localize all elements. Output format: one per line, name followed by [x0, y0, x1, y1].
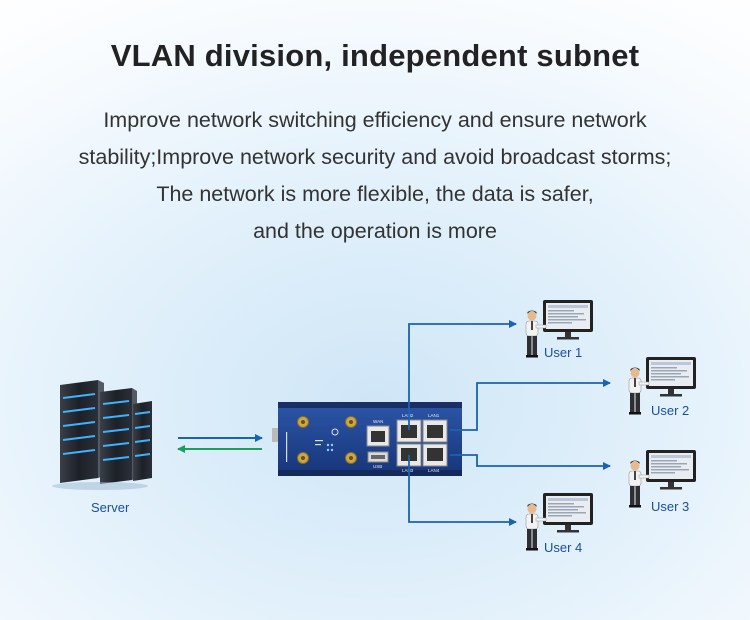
description-line: stability;Improve network security and a…	[78, 145, 672, 169]
user-3-label: User 3	[651, 499, 690, 514]
description-line: Improve network switching efficiency and…	[103, 108, 647, 132]
link-user-3	[450, 454, 611, 470]
port-label-lan3: LAN3	[402, 468, 414, 473]
user-2-label: User 2	[651, 403, 690, 418]
description: Improve network switching efficiency and…	[0, 102, 750, 250]
description-line: and the operation is more	[253, 219, 497, 243]
connection-lines	[408, 320, 611, 526]
port-label-usb: USB	[373, 464, 382, 469]
link-user-4	[408, 455, 517, 526]
page-title: VLAN division, independent subnet	[110, 38, 640, 73]
user-4-label: User 4	[544, 540, 583, 555]
port-label-wan: WAN	[373, 419, 383, 424]
link-user-2	[450, 379, 611, 431]
user-1-label: User 1	[544, 345, 583, 360]
port-label-lan1: LAN1	[428, 413, 440, 418]
description-line: The network is more flexible, the data i…	[156, 182, 594, 206]
server-rack-icon	[52, 380, 152, 490]
port-label-lan4: LAN4	[428, 468, 440, 473]
port-label-lan2: LAN2	[402, 413, 414, 418]
link-user-1	[408, 320, 517, 430]
server-label: Server	[91, 500, 130, 515]
router-icon: WAN LAN2 LAN1 LAN3 LAN4 USB	[272, 402, 462, 476]
